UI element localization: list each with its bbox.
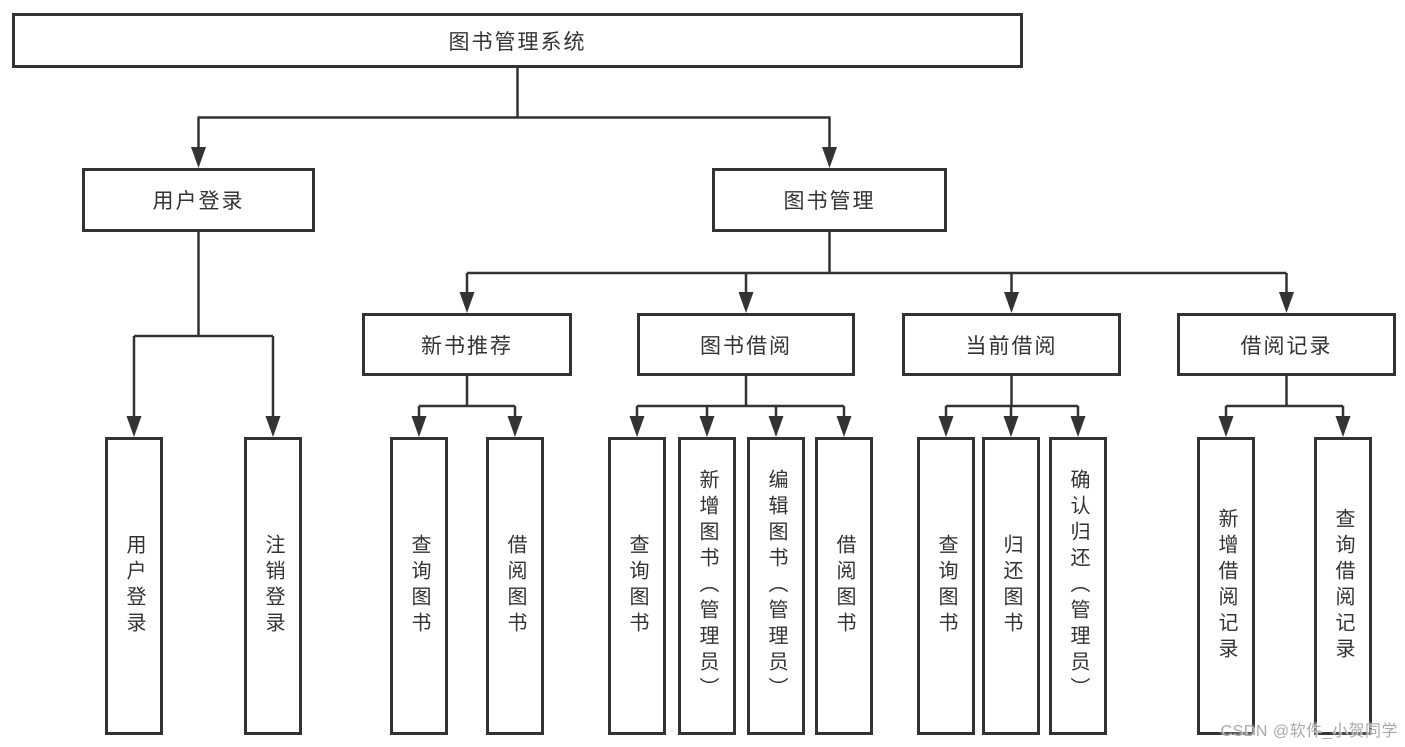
node-leaf-query-books-2: 查询图书: [608, 437, 666, 735]
node-group-new-book-recommend: 新书推荐: [362, 313, 572, 376]
node-leaf-edit-books-admin-label: 编辑图书（管理员）: [765, 469, 787, 703]
node-leaf-borrow-books-2: 借阅图书: [815, 437, 873, 735]
node-leaf-query-books-2-label: 查询图书: [626, 534, 648, 638]
node-leaf-borrow-books-2-label: 借阅图书: [833, 534, 855, 638]
node-leaf-query-books-1-label: 查询图书: [408, 534, 430, 638]
node-leaf-query-borrow-record-label: 查询借阅记录: [1332, 508, 1354, 664]
node-group-borrow-records: 借阅记录: [1177, 313, 1396, 376]
node-leaf-query-books-3: 查询图书: [917, 437, 975, 735]
node-leaf-edit-books-admin: 编辑图书（管理员）: [747, 437, 805, 735]
node-leaf-return-books: 归还图书: [982, 437, 1040, 735]
node-group-current-borrow: 当前借阅: [902, 313, 1121, 376]
node-root-label: 图书管理系统: [448, 30, 587, 54]
node-leaf-confirm-return-admin-label: 确认归还（管理员）: [1067, 469, 1089, 703]
node-user-login-branch-label: 用户登录: [152, 190, 245, 213]
node-user-login-branch: 用户登录: [82, 168, 315, 232]
node-group-book-borrow: 图书借阅: [637, 313, 855, 376]
node-leaf-logout-label: 注销登录: [262, 534, 284, 638]
node-leaf-add-books-admin: 新增图书（管理员）: [678, 437, 736, 735]
node-leaf-borrow-books-1: 借阅图书: [486, 437, 544, 735]
node-group-new-book-recommend-label: 新书推荐: [421, 334, 513, 358]
node-leaf-return-books-label: 归还图书: [1000, 534, 1022, 638]
node-book-management-branch: 图书管理: [712, 168, 947, 232]
node-group-book-borrow-label: 图书借阅: [700, 334, 792, 358]
node-leaf-add-books-admin-label: 新增图书（管理员）: [696, 469, 718, 703]
node-leaf-user-login: 用户登录: [105, 437, 163, 735]
node-leaf-user-login-label: 用户登录: [123, 534, 145, 638]
node-leaf-confirm-return-admin: 确认归还（管理员）: [1049, 437, 1107, 735]
node-leaf-borrow-books-1-label: 借阅图书: [504, 534, 526, 638]
node-leaf-query-books-3-label: 查询图书: [935, 534, 957, 638]
node-book-management-branch-label: 图书管理: [783, 190, 876, 213]
node-group-current-borrow-label: 当前借阅: [965, 334, 1058, 358]
node-leaf-logout: 注销登录: [244, 437, 302, 735]
csdn-watermark: CSDN @软件_小贺同学: [1220, 723, 1398, 740]
node-group-borrow-records-label: 借阅记录: [1240, 334, 1333, 358]
node-root: 图书管理系统: [12, 13, 1023, 68]
node-leaf-query-books-1: 查询图书: [390, 437, 448, 735]
node-leaf-add-borrow-record-label: 新增借阅记录: [1215, 508, 1237, 664]
node-leaf-add-borrow-record: 新增借阅记录: [1197, 437, 1255, 735]
node-leaf-query-borrow-record: 查询借阅记录: [1314, 437, 1372, 735]
